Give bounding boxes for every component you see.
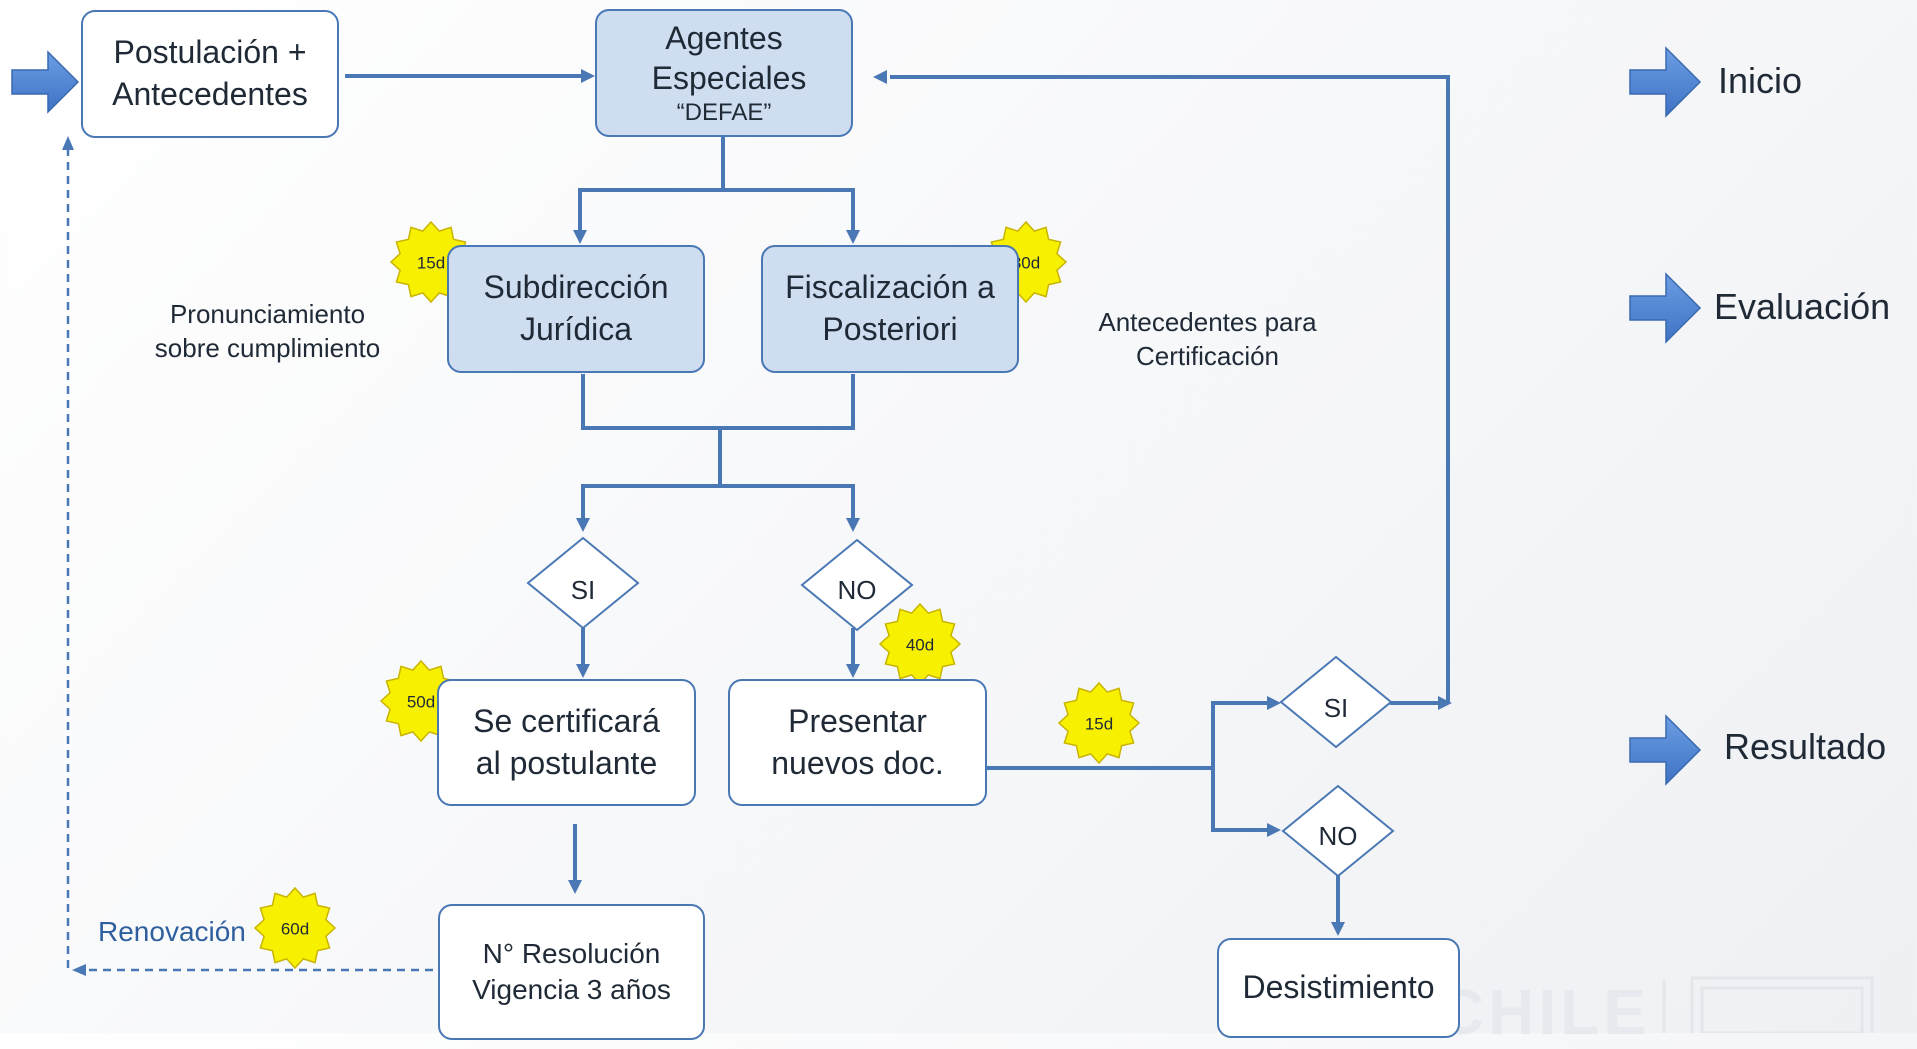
note-antecedentes-line1: Antecedentes para bbox=[1098, 307, 1317, 337]
node-fiscalizacion-line2: Posteriori bbox=[822, 311, 958, 347]
note-antecedentes-certificacion: Antecedentes para Certificación bbox=[1065, 306, 1350, 374]
badge-response-icon bbox=[1057, 681, 1141, 765]
legend-resultado-label: Resultado bbox=[1724, 726, 1887, 767]
watermark-text: CHILE bbox=[1438, 976, 1650, 1048]
arrowhead-agentes bbox=[581, 69, 595, 83]
badge-certificara-label: 50d bbox=[407, 693, 435, 712]
badge-subdireccion-label: 15d bbox=[417, 254, 445, 273]
arrowhead-no-1 bbox=[846, 518, 860, 532]
arrowhead-si-2 bbox=[1267, 696, 1281, 710]
decision-no-2 bbox=[1281, 784, 1395, 878]
arrowhead-loop-right bbox=[1438, 696, 1452, 710]
entry-arrow-icon bbox=[11, 50, 80, 114]
node-subdireccion-line2: Jurídica bbox=[519, 311, 633, 347]
badge-presentar-label: 40d bbox=[906, 636, 934, 655]
badge-renovacion-label: 60d bbox=[281, 920, 309, 939]
node-presentar-line1: Presentar bbox=[788, 702, 927, 739]
arrowhead-renovacion-up bbox=[62, 136, 74, 150]
arrowhead-desistimiento bbox=[1331, 922, 1345, 936]
note-pronunciamiento-line1: Pronunciamiento bbox=[169, 299, 366, 329]
node-resolucion-line1: N° Resolución bbox=[482, 937, 661, 969]
arrowhead-si-1 bbox=[576, 518, 590, 532]
note-pronunciamiento-line2: sobre cumplimiento bbox=[154, 332, 381, 363]
legend-inicio-label: Inicio bbox=[1718, 60, 1803, 101]
node-subdireccion-juridica: Subdirección Jurídica bbox=[447, 245, 705, 373]
arrowhead-agentes-loop bbox=[873, 70, 887, 84]
node-presentar-nuevos-doc: Presentar nuevos doc. bbox=[728, 679, 987, 806]
arrowhead-renovacion-left bbox=[72, 964, 86, 976]
decision-si-1 bbox=[526, 536, 640, 630]
legend-resultado-arrow-icon bbox=[1629, 714, 1702, 786]
decision-si-1-label: SI bbox=[571, 575, 596, 605]
legend-evaluacion-label: Evaluación bbox=[1714, 286, 1891, 327]
note-pronunciamiento: Pronunciamiento sobre cumplimiento bbox=[125, 298, 410, 366]
node-postulacion: Postulación + Antecedentes bbox=[81, 10, 339, 138]
legend-evaluacion-arrow-icon bbox=[1629, 272, 1702, 344]
node-postulacion-line2: Antecedentes bbox=[112, 76, 308, 112]
node-postulacion-line1: Postulación + bbox=[113, 34, 307, 71]
watermark-emblem-icon bbox=[1662, 976, 1874, 1033]
node-agentes-line3: “DEFAE” bbox=[676, 99, 772, 126]
note-renovacion: Renovación bbox=[98, 916, 246, 947]
node-certificara-line2: al postulante bbox=[475, 744, 658, 781]
decision-si-2 bbox=[1279, 655, 1393, 749]
note-antecedentes-line2: Certificación bbox=[1135, 340, 1280, 371]
node-agentes-especiales: Agentes Especiales “DEFAE” bbox=[595, 9, 853, 137]
node-subdireccion-line1: Subdirección bbox=[483, 269, 669, 306]
node-certificara-line1: Se certificará bbox=[473, 702, 660, 739]
node-agentes-line1: Agentes bbox=[665, 20, 783, 56]
node-presentar-line2: nuevos doc. bbox=[771, 744, 944, 781]
node-fiscalizacion-posteriori: Fiscalización a Posteriori bbox=[761, 245, 1019, 373]
node-desistimiento: Desistimiento bbox=[1217, 938, 1460, 1038]
node-resolucion: N° Resolución Vigencia 3 años bbox=[438, 904, 705, 1040]
arrowhead-certificara bbox=[576, 664, 590, 678]
decision-no-1 bbox=[800, 538, 914, 632]
badge-response-label: 15d bbox=[1085, 715, 1113, 734]
node-agentes-line2: Especiales bbox=[651, 60, 807, 96]
arrowhead-resolucion bbox=[568, 880, 582, 894]
decision-no-2-label: NO bbox=[1319, 821, 1358, 851]
arrowhead-no-2 bbox=[1267, 823, 1281, 837]
badge-presentar-icon bbox=[878, 602, 962, 686]
node-resolucion-line2: Vigencia 3 años bbox=[472, 974, 671, 1005]
arrowhead-presentar bbox=[846, 664, 860, 678]
decision-si-2-label: SI bbox=[1324, 693, 1349, 723]
node-se-certificara: Se certificará al postulante bbox=[437, 679, 696, 806]
decision-no-1-label: NO bbox=[838, 575, 877, 605]
node-fiscalizacion-line1: Fiscalización a bbox=[785, 269, 995, 306]
badge-renovacion-icon bbox=[253, 886, 337, 970]
arrowhead-subdireccion bbox=[573, 230, 587, 244]
legend-inicio-arrow-icon bbox=[1629, 46, 1702, 118]
node-desistimiento-label: Desistimiento bbox=[1242, 969, 1435, 1006]
arrowhead-fiscalizacion bbox=[846, 230, 860, 244]
